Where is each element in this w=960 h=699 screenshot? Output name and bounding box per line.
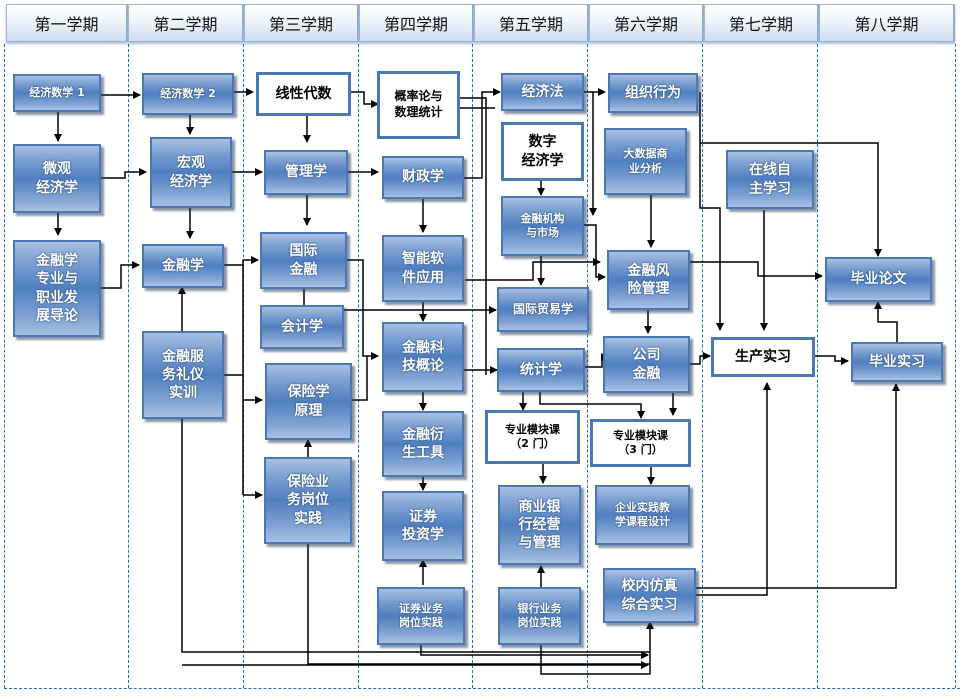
- course-deriv[interactable]: 金融衍 生工具: [382, 411, 464, 477]
- semester-header-6: 第六学期: [589, 4, 704, 42]
- arrow-intlfin-to-fintech: [347, 259, 379, 360]
- arrow-simulation-to-production: [694, 382, 771, 596]
- bottom-divider: [4, 688, 960, 689]
- arrow-bigdata-to-thesis: [700, 142, 882, 257]
- semester-header-8: 第八学期: [819, 4, 955, 42]
- course-graduation[interactable]: 毕业实习: [851, 342, 943, 382]
- semester-header-1: 第一学期: [6, 4, 128, 42]
- line-etiquette-down: [181, 418, 650, 653]
- arrow-software-to-risk: [465, 258, 601, 281]
- course-corpfin[interactable]: 公司 金融: [603, 336, 690, 393]
- semester-header-2: 第二学期: [128, 4, 244, 42]
- column-divider: [702, 44, 703, 688]
- course-etiquette[interactable]: 金融服 务礼仪 实训: [142, 331, 224, 419]
- course-enterprise[interactable]: 企业实践教 学课程设计: [595, 485, 690, 545]
- course-acct[interactable]: 会计学: [260, 305, 344, 349]
- arrow-institutions-to-risk: [584, 224, 606, 281]
- course-module2[interactable]: 专业模块课 （2 门）: [485, 410, 580, 464]
- course-bankpractice[interactable]: 银行业务 岗位实践: [498, 587, 581, 645]
- course-intro[interactable]: 金融学 专业与 职业发 展导论: [13, 240, 101, 337]
- course-fintech[interactable]: 金融科 技概论: [382, 322, 464, 392]
- arrow-micro-to-macro: [101, 168, 147, 179]
- column-divider: [358, 44, 359, 688]
- course-fiscal[interactable]: 财政学: [382, 156, 464, 199]
- semester-header-7: 第七学期: [704, 4, 819, 42]
- column-divider: [955, 44, 956, 688]
- course-math2[interactable]: 经济数学 2: [142, 73, 234, 115]
- course-orgbeh[interactable]: 组织行为: [608, 73, 698, 113]
- course-institutions[interactable]: 金融机构 与市场: [501, 196, 584, 256]
- course-intlfin[interactable]: 国际 金融: [260, 232, 347, 289]
- semester-header-4: 第四学期: [359, 4, 474, 42]
- course-software[interactable]: 智能软 件应用: [382, 235, 464, 302]
- arrow-graduation-to-thesis: [874, 301, 898, 342]
- arrow-intro-to-finance: [101, 261, 140, 289]
- course-trade[interactable]: 国际贸易学: [497, 287, 589, 332]
- column-divider: [4, 44, 5, 688]
- course-prob[interactable]: 概率论与 数理统计: [377, 71, 460, 139]
- column-divider: [587, 44, 588, 688]
- arrow-risk-to-thesis: [688, 261, 823, 280]
- line-bankpractice-down: [540, 621, 654, 675]
- course-digital[interactable]: 数字 经济学: [501, 122, 584, 181]
- course-finance[interactable]: 金融学: [142, 244, 224, 288]
- course-insprin[interactable]: 保险学 原理: [265, 363, 352, 440]
- arrow-linear-to-prob: [350, 91, 379, 108]
- course-stats[interactable]: 统计学: [497, 348, 585, 392]
- line-inspractice-down: [307, 543, 650, 665]
- course-online[interactable]: 在线自 主学习: [726, 150, 814, 209]
- arrow-stats-to-module3: [539, 392, 645, 419]
- semester-header-3: 第三学期: [244, 4, 359, 42]
- column-divider: [128, 44, 129, 688]
- course-risk[interactable]: 金融风 险管理: [607, 250, 690, 310]
- course-linear[interactable]: 线性代数: [256, 72, 351, 116]
- course-macro[interactable]: 宏观 经济学: [150, 137, 232, 208]
- arrow-simulation-to-graduation: [694, 383, 900, 589]
- course-econlaw[interactable]: 经济法: [501, 73, 584, 111]
- column-divider: [817, 44, 818, 688]
- arrow-corpfin-to-production: [687, 352, 711, 365]
- course-bank[interactable]: 商业银 行经营 与管理: [498, 485, 581, 565]
- course-bigdata[interactable]: 大数据商 业分析: [604, 128, 687, 195]
- course-mgmt[interactable]: 管理学: [264, 150, 348, 195]
- course-invest[interactable]: 证券 投资学: [382, 491, 464, 561]
- course-math1[interactable]: 经济数学 1: [13, 74, 101, 112]
- line-insprin-to-bus: [352, 356, 368, 401]
- course-inspractice[interactable]: 保险业 务岗位 实践: [264, 457, 352, 544]
- arrow-finance-to-intlfin: [224, 256, 259, 266]
- course-module3[interactable]: 专业模块课 （3 门）: [590, 419, 691, 467]
- semester-header-5: 第五学期: [474, 4, 589, 42]
- column-divider: [472, 44, 473, 688]
- course-thesis[interactable]: 毕业论文: [825, 257, 932, 302]
- line-prob-right: [460, 97, 487, 375]
- course-secpractice[interactable]: 证券业务 岗位实践: [377, 587, 465, 645]
- course-micro[interactable]: 微观 经济学: [13, 144, 101, 213]
- line-orgbeh-right: [699, 92, 724, 331]
- course-production[interactable]: 生产实习: [711, 337, 815, 377]
- arrow-production-to-graduation: [815, 355, 849, 365]
- arrow-fiscal-to-econlaw: [463, 88, 501, 179]
- course-simulation[interactable]: 校内仿真 综合实习: [603, 568, 696, 623]
